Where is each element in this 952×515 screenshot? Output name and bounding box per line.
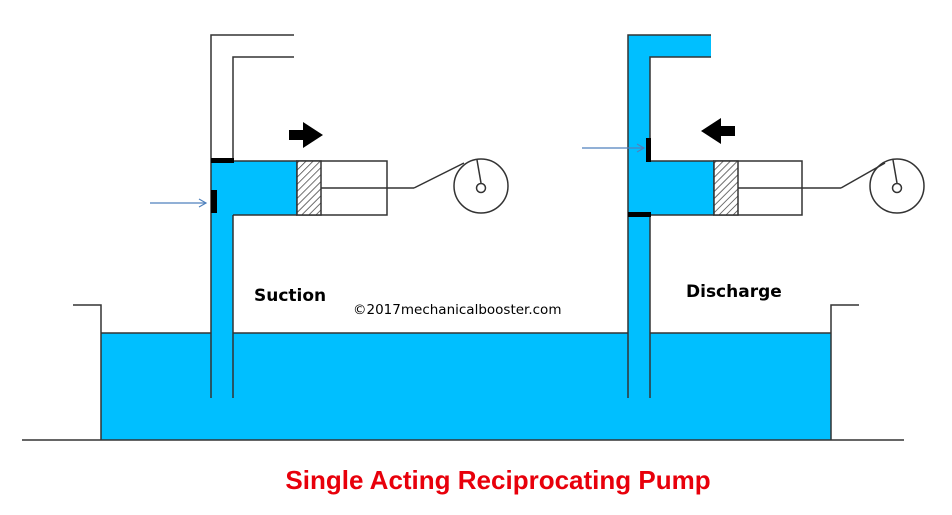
piston-direction-arrow-right xyxy=(289,122,323,148)
crank-wheel xyxy=(869,158,925,214)
discharge-stage: Discharge xyxy=(582,34,925,398)
diagram-title: Single Acting Reciprocating Pump xyxy=(285,465,710,495)
discharge-valve-open xyxy=(646,138,651,162)
crank-arm xyxy=(476,159,482,184)
suction-valve-open xyxy=(211,190,217,213)
sump-tank xyxy=(22,304,904,441)
suction-label: Suction xyxy=(254,286,326,306)
tank-right-wall xyxy=(830,304,859,440)
discharge-label: Discharge xyxy=(686,282,782,302)
piston-direction-arrow-left xyxy=(701,118,735,144)
delivery-valve-closed xyxy=(211,158,234,163)
crank-wheel xyxy=(453,158,509,214)
discharge-flow-arrow xyxy=(582,143,646,153)
crank-arm xyxy=(892,159,898,184)
delivery-pipe xyxy=(210,34,294,161)
suction-flow-arrow xyxy=(150,198,208,208)
copyright-text: ©2017mechanicalbooster.com xyxy=(353,302,561,318)
crank-pin xyxy=(475,182,487,194)
crank-pin xyxy=(891,182,903,194)
suction-valve-closed xyxy=(628,212,651,217)
suction-stage: Suction xyxy=(150,34,509,398)
tank-left-wall xyxy=(73,304,102,440)
connecting-rod xyxy=(413,162,465,189)
piston xyxy=(713,160,739,216)
piston xyxy=(296,160,322,216)
discharge-pipe-outline xyxy=(627,34,714,398)
